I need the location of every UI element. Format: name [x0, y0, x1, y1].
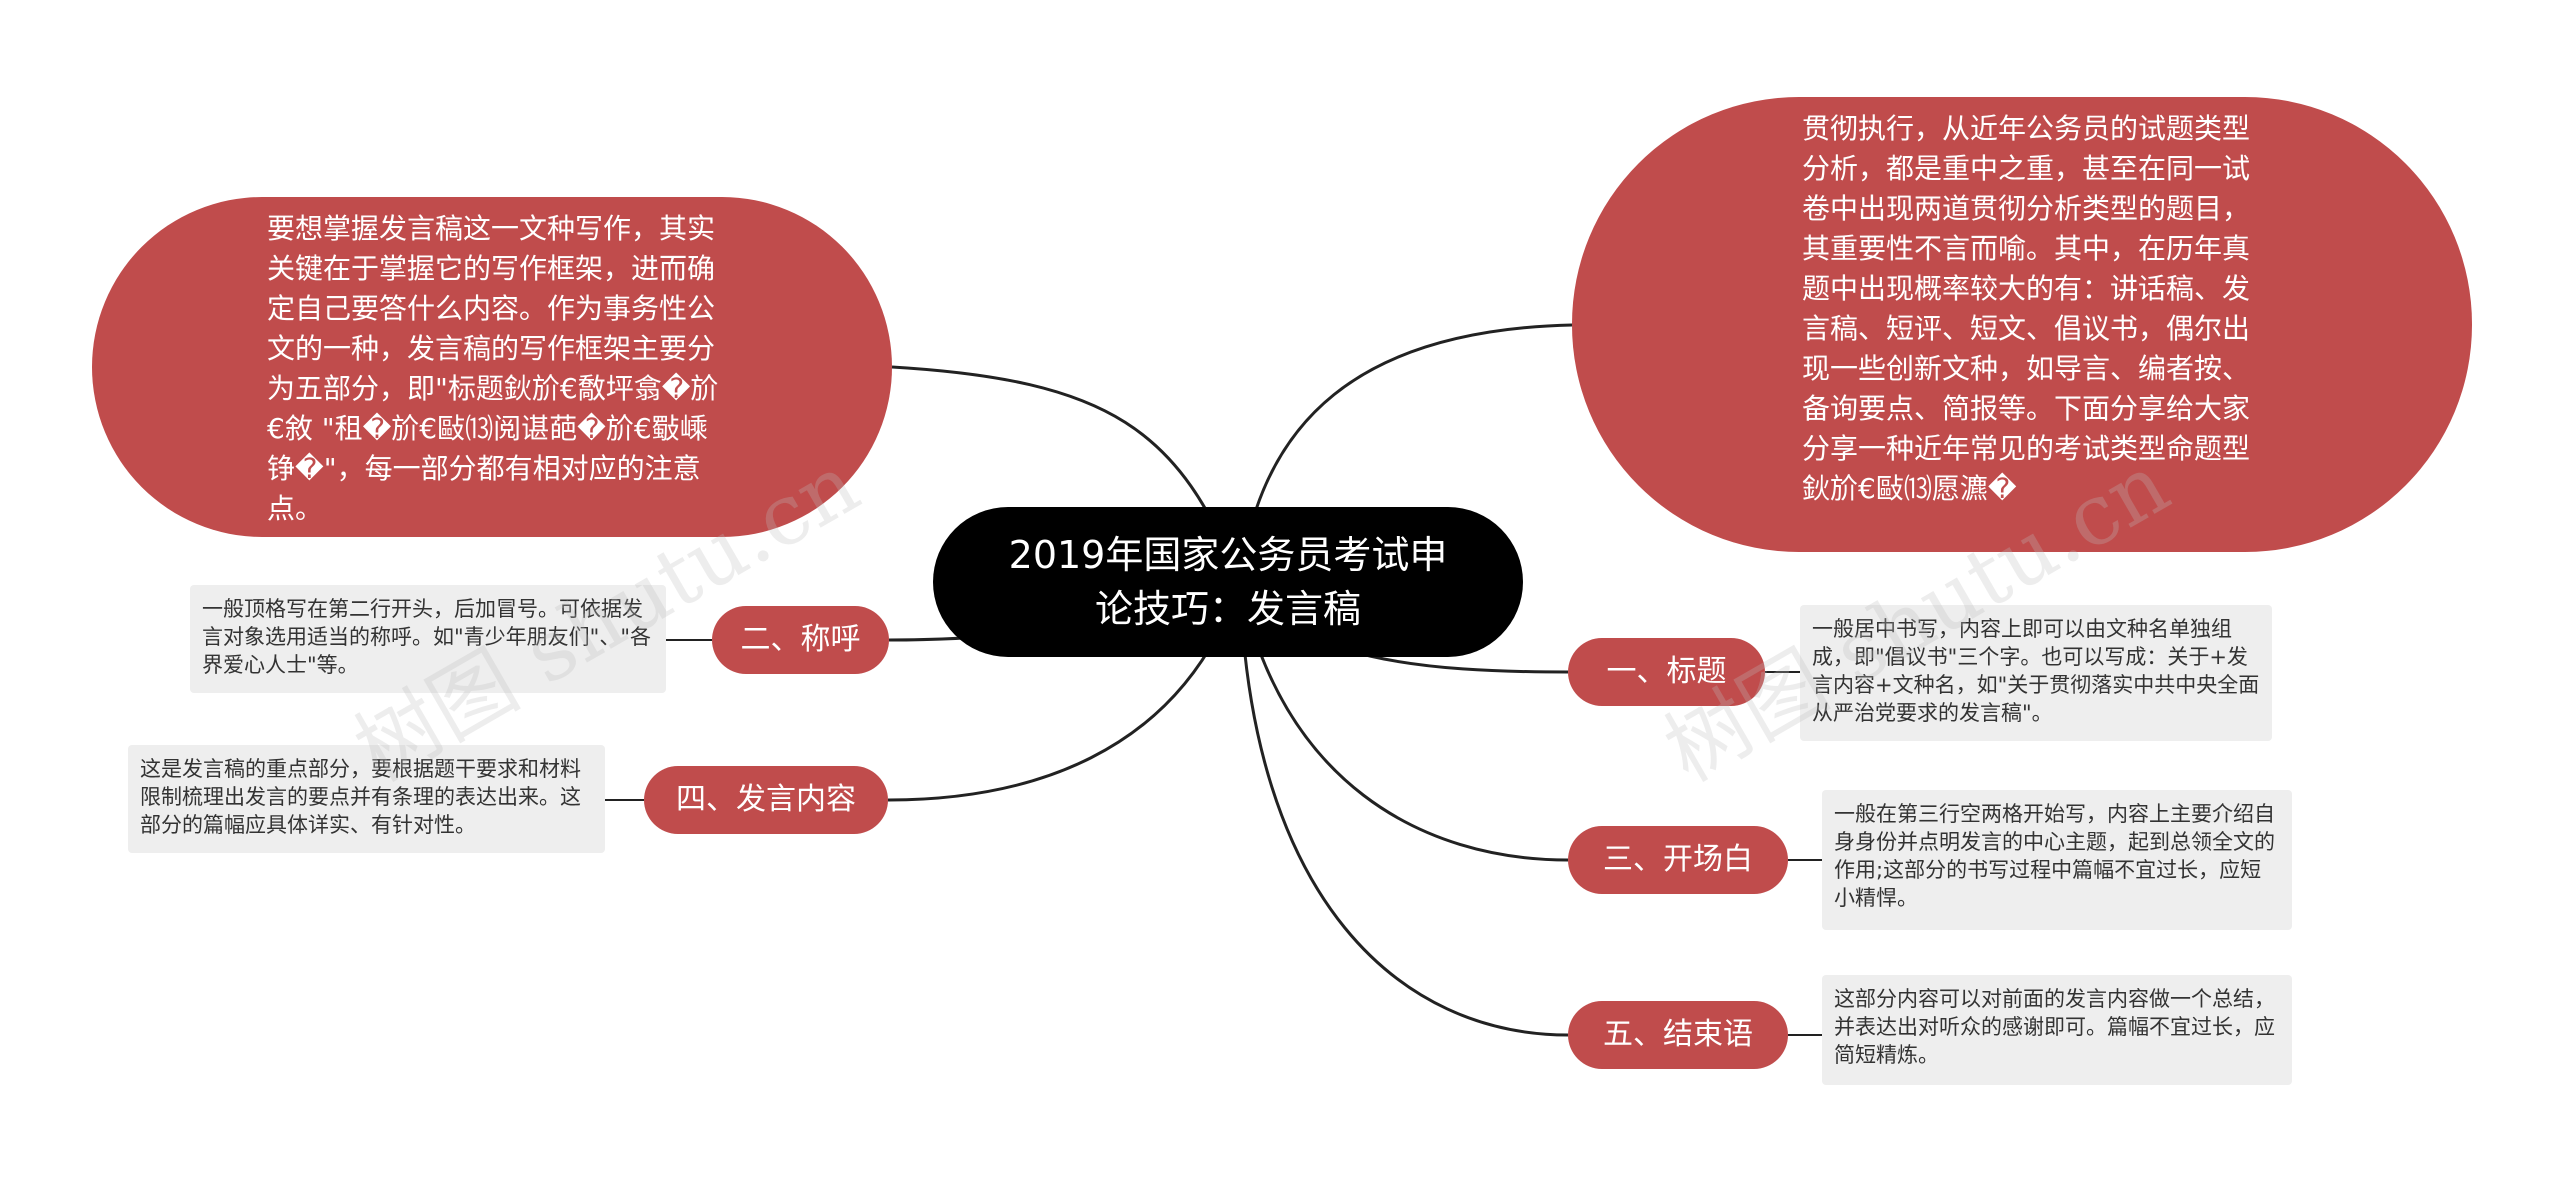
intro-bubble-left-text: 要想掌握发言稿这一文种写作，其实关键在于掌握它的写作框架，进而确定自己要答什么内… [267, 212, 719, 525]
branch-title-label: 一、标题 [1606, 654, 1727, 689]
line-to-b3 [1238, 581, 1569, 862]
note-opening: 一般在第三行空两格开始写，内容上主要介绍自身身份并点明发言的中心主题，起到总领全… [1822, 790, 2292, 930]
branch-speech-content[interactable]: 四、发言内容 [644, 766, 888, 834]
branch-title[interactable]: 一、标题 [1568, 638, 1765, 706]
note-salutation-text: 一般顶格写在第二行开头，后加冒号。可依据发言对象选用适当的称呼。如"青少年朋友们… [202, 597, 651, 677]
note-opening-text: 一般在第三行空两格开始写，内容上主要介绍自身身份并点明发言的中心主题，起到总领全… [1834, 802, 2275, 910]
intro-bubble-right[interactable]: 贯彻执行，从近年公务员的试题类型分析，都是重中之重，甚至在同一试卷中出现两道贯彻… [1572, 97, 2472, 552]
branch-closing[interactable]: 五、结束语 [1568, 1001, 1788, 1069]
note-speech-content: 这是发言稿的重点部分，要根据题干要求和材料限制梳理出发言的要点并有条理的表达出来… [128, 745, 605, 853]
note-closing-text: 这部分内容可以对前面的发言内容做一个总结，并表达出对听众的感谢即可。篇幅不宜过长… [1834, 987, 2275, 1067]
line-to-b5 [1238, 581, 1569, 1037]
central-topic[interactable]: 2019年国家公务员考试申论技巧：发言稿 [933, 507, 1523, 657]
intro-bubble-left[interactable]: 要想掌握发言稿这一文种写作，其实关键在于掌握它的写作框架，进而确定自己要答什么内… [92, 197, 892, 537]
branch-opening-label: 三、开场白 [1603, 842, 1753, 877]
branch-speech-content-label: 四、发言内容 [676, 782, 856, 817]
branch-opening[interactable]: 三、开场白 [1568, 826, 1788, 894]
note-title: 一般居中书写，内容上即可以由文种名单独组成，即"倡议书"三个字。也可以写成：关于… [1800, 605, 2272, 741]
note-speech-content-text: 这是发言稿的重点部分，要根据题干要求和材料限制梳理出发言的要点并有条理的表达出来… [140, 757, 581, 837]
note-closing: 这部分内容可以对前面的发言内容做一个总结，并表达出对听众的感谢即可。篇幅不宜过长… [1822, 975, 2292, 1085]
branch-closing-label: 五、结束语 [1603, 1017, 1753, 1052]
central-topic-label: 2019年国家公务员考试申论技巧：发言稿 [1008, 533, 1448, 631]
branch-salutation[interactable]: 二、称呼 [712, 606, 889, 674]
note-salutation: 一般顶格写在第二行开头，后加冒号。可依据发言对象选用适当的称呼。如"青少年朋友们… [190, 585, 666, 693]
intro-bubble-right-text: 贯彻执行，从近年公务员的试题类型分析，都是重中之重，甚至在同一试卷中出现两道贯彻… [1802, 112, 2251, 505]
branch-salutation-label: 二、称呼 [740, 622, 861, 657]
note-title-text: 一般居中书写，内容上即可以由文种名单独组成，即"倡议书"三个字。也可以写成：关于… [1812, 617, 2260, 725]
